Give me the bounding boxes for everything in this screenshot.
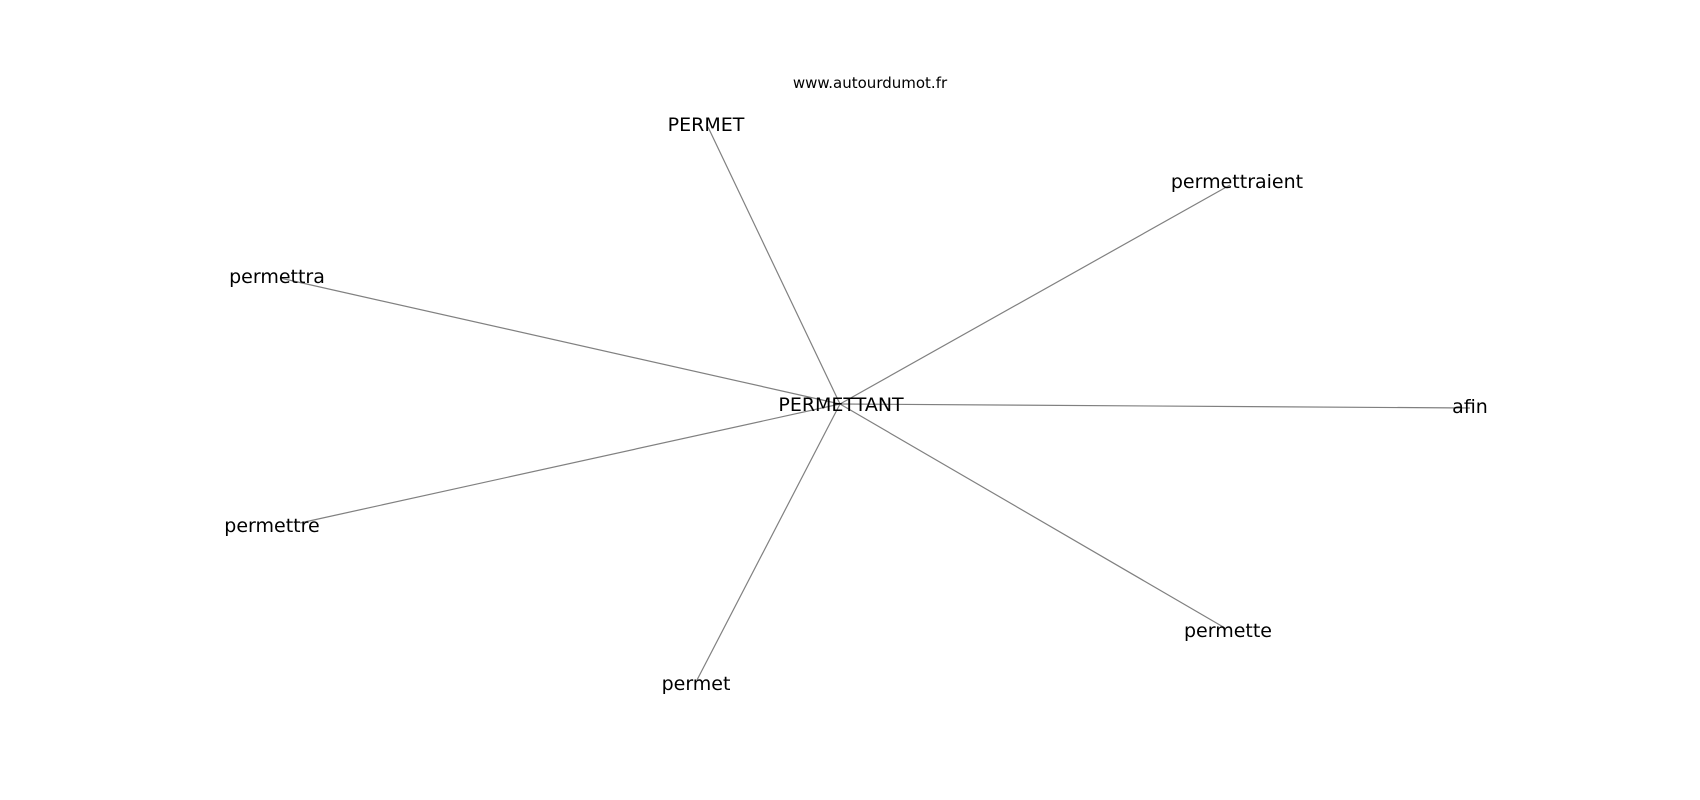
edge-permette xyxy=(839,403,1226,629)
node-label-afin: afin xyxy=(1452,396,1488,418)
node-label-permettra: permettra xyxy=(229,266,325,288)
edge-afin xyxy=(839,403,1471,409)
edge-permet-lower xyxy=(696,403,841,681)
node-label-permet-upper: PERMET xyxy=(668,114,745,136)
watermark-text: www.autourdumot.fr xyxy=(793,74,948,92)
node-label-permettre: permettre xyxy=(224,515,319,537)
node-label-permettraient: permettraient xyxy=(1171,171,1303,193)
edge-permettre xyxy=(299,403,841,524)
center-node-label: PERMETTANT xyxy=(778,394,904,416)
edge-permettra xyxy=(279,277,841,405)
edges xyxy=(279,126,1471,681)
edge-permet-upper xyxy=(707,126,841,405)
node-label-permet-lower: permet xyxy=(662,673,731,695)
node-label-permette: permette xyxy=(1184,620,1272,642)
edge-permettraient xyxy=(839,184,1231,405)
